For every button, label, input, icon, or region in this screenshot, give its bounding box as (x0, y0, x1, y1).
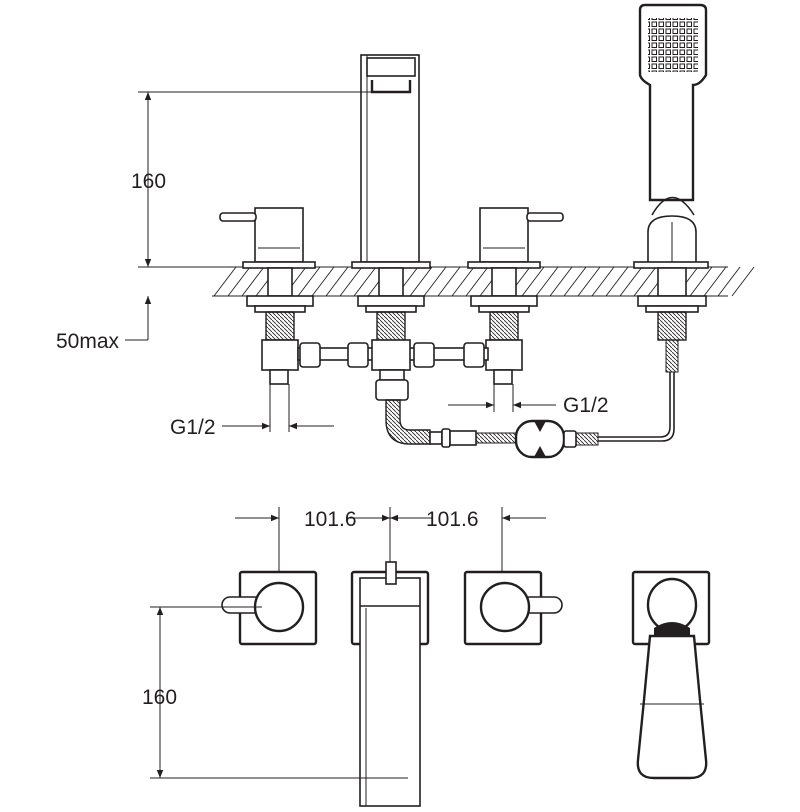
spout (351, 54, 431, 343)
handshower (633, 3, 709, 341)
spout-plan (350, 561, 430, 807)
spacing-left-label: 101.6 (304, 508, 357, 531)
plan-view: 101.6 101.6 (142, 507, 711, 807)
connection-left-label: G1/2 (170, 416, 216, 439)
shower-hose (598, 339, 679, 442)
connection-right-label: G1/2 (563, 394, 609, 417)
diverter (514, 419, 599, 459)
dimension-connection-left (222, 384, 334, 432)
right-valve-plan (463, 570, 563, 646)
plan-height-label: 160 (142, 686, 177, 709)
left-valve-plan (221, 570, 318, 646)
right-valve (467, 207, 564, 385)
crossover-pipe (297, 339, 517, 448)
front-elevation: 160 50max G1/2 G1/2 (56, 3, 755, 459)
deck-thickness-label: 50max (56, 330, 120, 353)
handshower-plan (631, 570, 711, 780)
dimension-height-plan (150, 606, 408, 779)
dimension-deck-thickness (125, 296, 152, 341)
dimension-height-front (138, 91, 372, 267)
dimension-connection-right (448, 384, 556, 412)
front-height-label: 160 (131, 170, 166, 193)
spacing-right-label: 101.6 (426, 508, 479, 531)
left-valve (219, 207, 316, 385)
